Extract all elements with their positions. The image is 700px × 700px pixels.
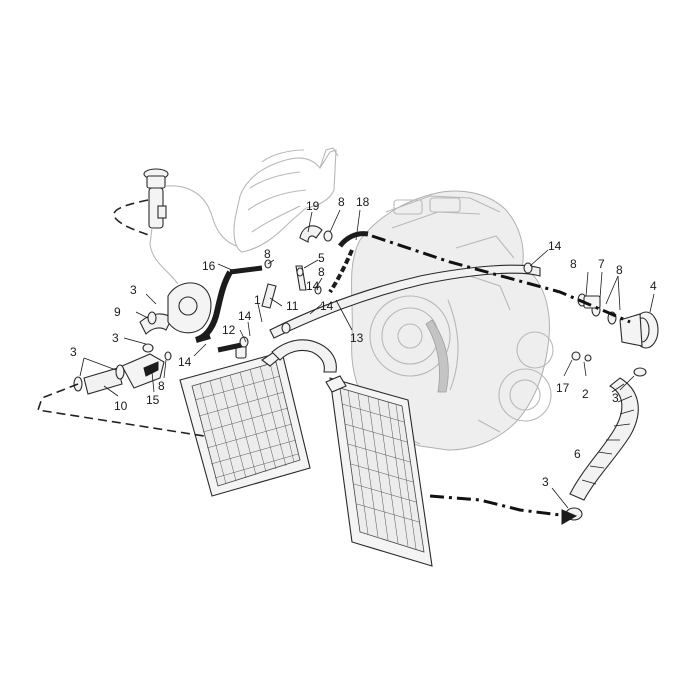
callout-7: 7 — [598, 257, 605, 271]
callout-11: 11 — [286, 299, 299, 313]
callout-3-bottom: 3 — [542, 475, 549, 489]
dark-hoses — [195, 231, 369, 353]
flow-paths — [36, 234, 631, 525]
callout-14-right: 14 — [548, 239, 562, 253]
callout-14-center: 14 — [320, 299, 334, 313]
callout-8-c: 8 — [318, 265, 325, 279]
callout-8-b: 8 — [264, 247, 271, 261]
callout-3-left: 3 — [70, 345, 77, 359]
callout-8-f: 8 — [158, 379, 165, 393]
leader-lines — [79, 209, 655, 509]
callout-2: 2 — [582, 387, 589, 401]
callout-1: 1 — [254, 293, 261, 307]
right-radiator — [325, 375, 433, 567]
radiator-cap — [619, 311, 659, 349]
callout-14-dup: 14 — [306, 279, 320, 293]
callout-19: 19 — [306, 199, 320, 213]
callout-6: 6 — [574, 447, 581, 461]
callout-15: 15 — [146, 393, 160, 407]
right-radiator-fins — [341, 389, 420, 550]
callout-9: 9 — [114, 305, 121, 319]
callout-8-a: 8 — [338, 195, 345, 209]
callout-labels: 1 2 3 3 3 3 3 4 5 6 7 8 8 8 8 8 8 9 10 1… — [70, 195, 657, 489]
callout-13: 13 — [350, 331, 364, 345]
callout-3-top: 3 — [130, 283, 137, 297]
callout-16: 16 — [202, 259, 216, 273]
callout-12: 12 — [222, 323, 236, 337]
left-radiator — [179, 343, 311, 497]
callout-8-e: 8 — [616, 263, 623, 277]
hose-clamps — [73, 230, 647, 521]
callout-4: 4 — [650, 279, 657, 293]
ghost-engine — [351, 190, 554, 451]
left-radiator-fins — [194, 362, 299, 485]
callout-14-left: 14 — [178, 355, 192, 369]
thermostat-housing — [121, 282, 212, 389]
expansion-tank — [113, 168, 237, 285]
callout-8-d: 8 — [570, 257, 577, 271]
callout-10: 10 — [114, 399, 128, 413]
callout-3-right: 3 — [612, 391, 619, 405]
callout-18: 18 — [356, 195, 370, 209]
ghost-frame — [233, 147, 339, 253]
callout-17: 17 — [556, 381, 570, 395]
callout-5: 5 — [318, 251, 325, 265]
callout-3-mid: 3 — [112, 331, 119, 345]
callout-14-upper: 14 — [238, 309, 252, 323]
